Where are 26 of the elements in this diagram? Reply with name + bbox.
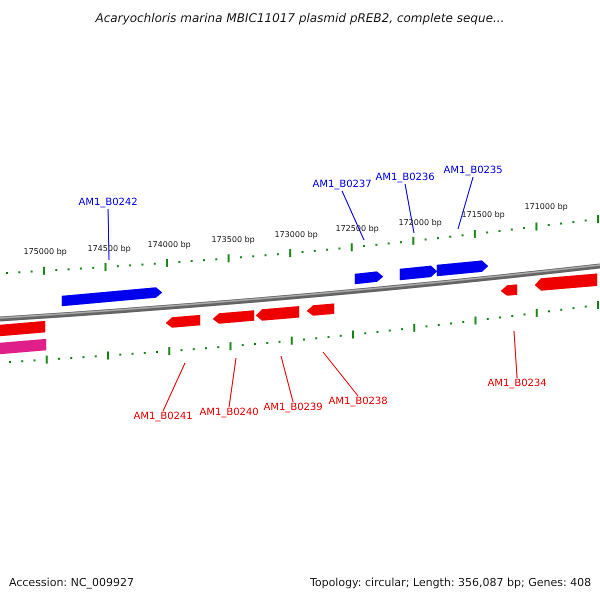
- gene-label: AM1_B0241: [134, 411, 193, 423]
- scale-label: 174000 bp: [148, 240, 191, 250]
- leader-line: [162, 362, 186, 412]
- leader-line: [514, 330, 518, 378]
- scale-label: 175000 bp: [24, 247, 67, 257]
- leader-line: [228, 358, 236, 408]
- diagram-title: Acaryochloris marina MBIC11017 plasmid pREB2, complete seque...: [96, 11, 504, 26]
- leader-line: [280, 356, 294, 402]
- leader-line: [404, 184, 414, 234]
- leader-line: [458, 176, 474, 230]
- gene-label: AM1_B0235: [444, 165, 503, 177]
- gene-label: AM1_B0234: [488, 378, 547, 390]
- leader-line: [322, 352, 359, 396]
- gene-label: AM1_B0242: [78, 197, 138, 209]
- gene-label: AM1_B0238: [328, 396, 388, 408]
- gene-label: AM1_B0240: [200, 407, 259, 419]
- gene-label: AM1_B0237: [312, 179, 372, 191]
- leader-line: [108, 208, 110, 260]
- gene-label: AM1_B0239: [264, 402, 323, 414]
- scale-ruler: [9, 301, 599, 364]
- accession-text: Accession: NC_009927: [9, 576, 134, 589]
- scale-label: 173000 bp: [274, 230, 318, 240]
- scale-label: 171500 bp: [462, 210, 505, 220]
- gene-label: AM1_B0236: [376, 172, 435, 184]
- scale-label: 173500 bp: [212, 235, 255, 245]
- genome-info-text: Topology: circular; Length: 356,087 bp; Genes: 408: [310, 576, 592, 589]
